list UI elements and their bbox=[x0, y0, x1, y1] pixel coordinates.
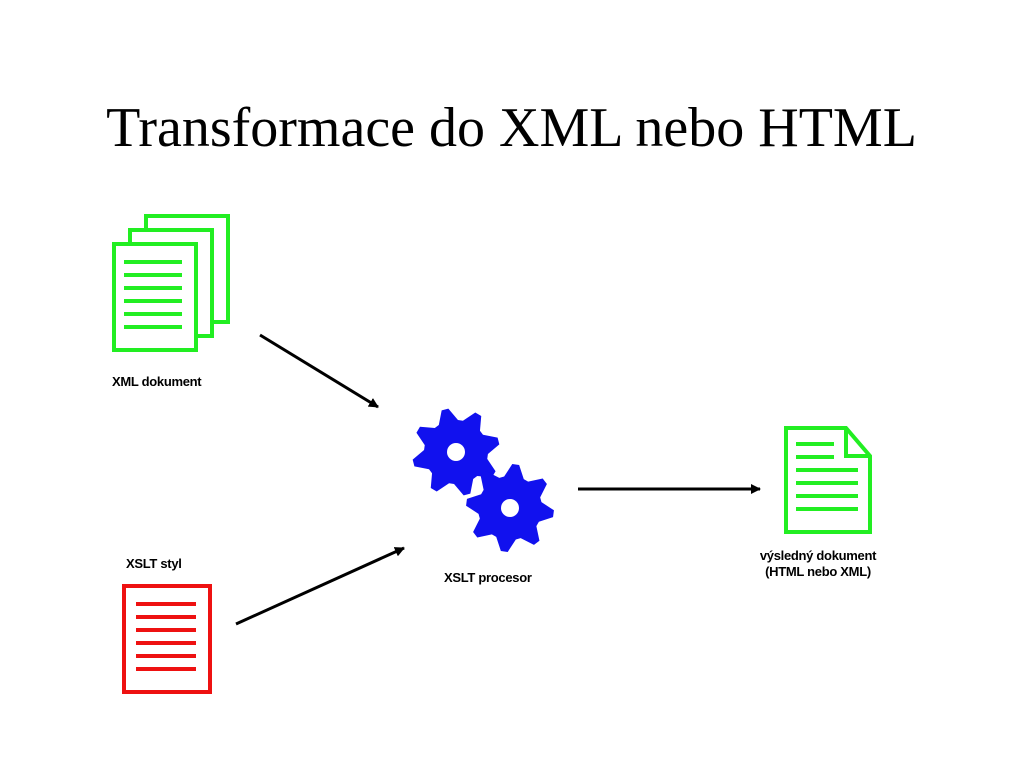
result-document-icon bbox=[784, 426, 872, 534]
xml-document-icon bbox=[112, 214, 230, 352]
slide-title: Transformace do XML nebo HTML bbox=[106, 97, 917, 159]
result-document-label-line2: (HTML nebo XML) bbox=[765, 564, 871, 579]
gear-hole bbox=[447, 443, 465, 461]
gears-icon bbox=[412, 408, 554, 552]
result-document-label: výsledný dokument (HTML nebo XML) bbox=[728, 548, 908, 580]
xslt-style-icon bbox=[122, 584, 212, 694]
xslt-processor-label: XSLT procesor bbox=[444, 570, 532, 585]
xslt-style-label: XSLT styl bbox=[126, 556, 182, 571]
arrow-xslt-to-processor bbox=[235, 546, 405, 626]
gear-icon bbox=[466, 464, 554, 552]
result-document-label-line1: výsledný dokument bbox=[759, 548, 877, 563]
arrow-xml-to-processor bbox=[259, 333, 379, 409]
gear-hole bbox=[501, 499, 519, 517]
xml-document-label: XML dokument bbox=[112, 374, 202, 389]
gear-icon bbox=[412, 408, 500, 496]
